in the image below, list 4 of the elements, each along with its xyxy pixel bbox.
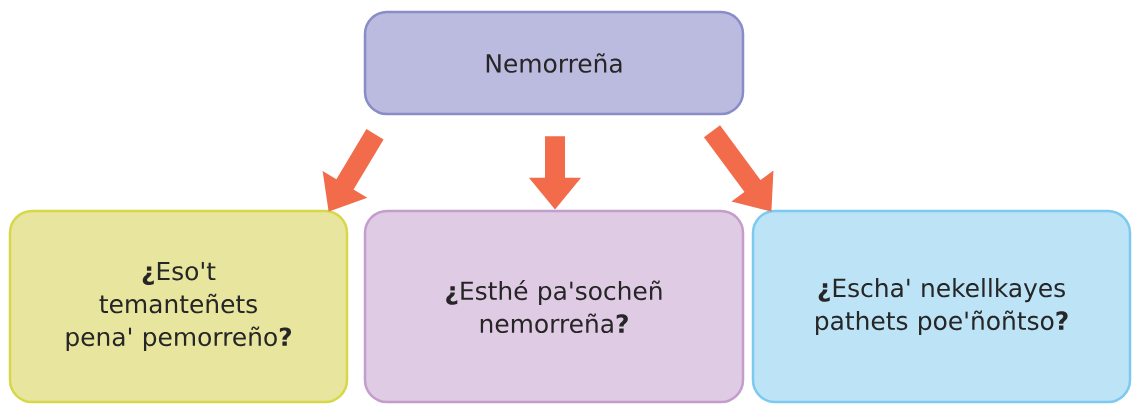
process-box: ¿Esthé pa'socheñ nemorreña? [363,209,745,404]
process-box: Nemorreña [363,10,745,116]
process-box: ¿Escha' nekellkayes pathets poe'ñoñtso? [751,209,1132,404]
process-box: ¿Eso't temanteñets pena' pemorreño? [8,209,349,404]
